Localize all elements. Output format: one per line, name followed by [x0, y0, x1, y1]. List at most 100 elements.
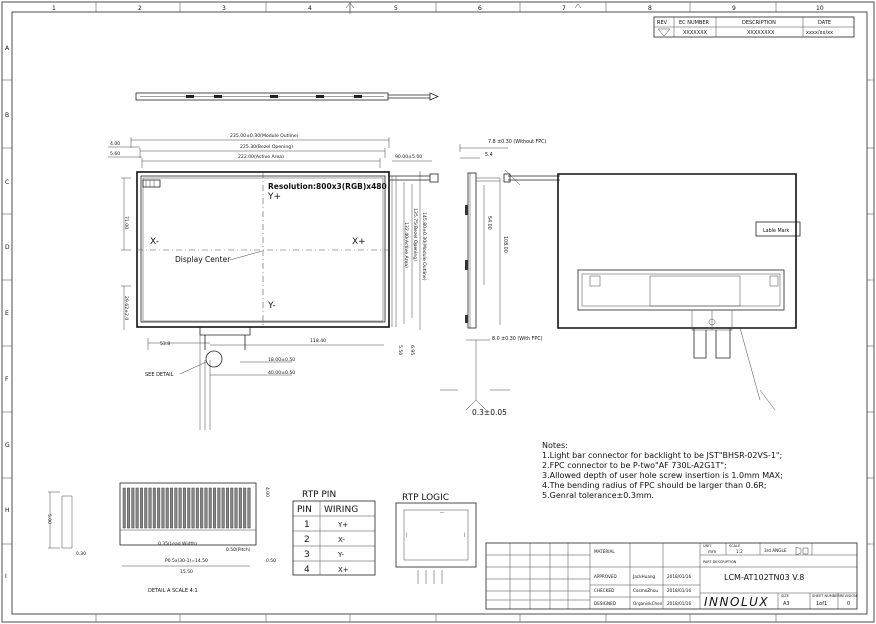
side-dim-108: 108.00	[502, 236, 508, 253]
side-dim-54: 5.4	[485, 152, 493, 158]
fpc-lead	[200, 487, 204, 529]
fpc-lead	[131, 487, 135, 529]
x-plus-label: X+	[352, 237, 366, 247]
fpc-lead	[217, 487, 221, 529]
dim-active-height: 132.40(Active Area)	[403, 222, 409, 268]
revision-label: REVISION	[840, 594, 857, 598]
col-label: 5	[394, 5, 398, 12]
ec-value: XXXXXXX	[683, 30, 708, 36]
center-arrow-top	[345, 2, 355, 14]
col-label: 9	[732, 5, 736, 12]
checked-label: CHECKED	[594, 588, 614, 593]
pin-header: PIN	[297, 505, 312, 515]
fpc-lead	[122, 487, 126, 529]
detail-dim-1550: 15.50	[180, 569, 193, 575]
approved-label: APPROVED	[594, 574, 617, 579]
inner-frame	[11, 11, 868, 615]
detail-dim-030: 0.30	[76, 551, 86, 557]
scale-label: SCALE	[729, 544, 740, 548]
dim-left-56: 5.60	[110, 151, 120, 157]
wiring-1: Y+	[337, 521, 348, 529]
col-label: 2	[138, 5, 142, 12]
dim-18: 18.00±0.50	[268, 357, 295, 363]
row-label: E	[5, 310, 9, 317]
dim-71: 71.00	[123, 216, 129, 229]
note-line: 1.Light bar connector for backlight to b…	[542, 451, 782, 460]
approved-date: 2018/01/16	[667, 574, 691, 579]
logic-mark: —	[440, 510, 444, 515]
fpc-lead	[247, 487, 251, 529]
display-center-label: Display Center	[175, 255, 231, 264]
pin-3: 3	[304, 550, 310, 560]
resolution-label: Resolution:800x3(RGB)x480	[268, 182, 387, 191]
side-dim-80: 8.0 ±0.30 (With FPC)	[492, 336, 543, 342]
date-header: DATE	[818, 20, 831, 26]
company-logo: INNOLUX	[704, 595, 769, 609]
unit-label: UNIT	[703, 544, 712, 548]
notes-title: Notes:	[542, 441, 568, 450]
detail-dim-p05: P0.5x(30-1)=14.50	[165, 558, 208, 564]
dim-695: 6.95	[409, 345, 415, 355]
fpc-marker	[142, 179, 161, 188]
detail-dim-400: 4.00	[264, 487, 270, 497]
note-line: 3.Allowed depth of user hole screw inser…	[542, 471, 783, 480]
unit-value: mm	[708, 549, 716, 554]
fpc-lead	[148, 487, 152, 529]
size-label: SIZE	[781, 594, 789, 598]
fpc-lead	[187, 487, 191, 529]
revision-value: 0	[847, 601, 850, 607]
date-value: xxxx/xx/xx	[806, 30, 833, 36]
dim-bezel-height: 135.75(Bezel Opening)	[412, 208, 418, 261]
fpc-lead	[170, 487, 174, 529]
part-number: LCM-AT102TN03 V.8	[724, 573, 804, 582]
rtp-logic-title: RTP LOGIC	[402, 493, 449, 503]
desc-value: XXXXXXXX	[747, 30, 775, 36]
side-tolerance: 0.3±0.05	[472, 408, 507, 417]
see-detail-label: SEE DETAIL	[145, 372, 174, 378]
back-view: Lable Mark	[503, 173, 801, 411]
fpc-lead	[182, 487, 186, 529]
fpc-lead	[238, 487, 242, 529]
rtp-pin-title: RTP PIN	[302, 490, 336, 500]
fpc-lead	[243, 487, 247, 529]
row-label: F	[5, 376, 9, 383]
pin-4: 4	[304, 565, 310, 575]
fpc-lead	[135, 487, 139, 529]
fpc-lead	[161, 487, 165, 529]
dim-118: 118.40	[310, 338, 326, 344]
sheet-value: 1of1	[816, 601, 827, 607]
size-value: A3	[783, 601, 790, 607]
center-arrow-top-2	[574, 3, 582, 9]
logic-mark: |	[406, 532, 407, 537]
rtp-logic: RTP LOGIC — | |	[395, 493, 477, 584]
fpc-lead	[144, 487, 148, 529]
fpc-lead	[152, 487, 156, 529]
dim-fpc-width: 90.00±5.00	[395, 154, 422, 160]
fpc-lead	[165, 487, 169, 529]
dim-bezel-opening: 225.30(Bezel Opening)	[240, 144, 293, 150]
projection-icon	[795, 546, 809, 556]
detail-caption: DETAIL A SCALE 4:1	[148, 588, 198, 594]
pin-2: 2	[304, 535, 310, 545]
fpc-lead	[204, 487, 208, 529]
fpc-lead	[139, 487, 143, 529]
note-line: 4.The bending radius of FPC should be la…	[542, 481, 767, 490]
desc-header: DESCRIPTION	[742, 20, 776, 26]
bezel-opening	[140, 175, 386, 323]
detail-a: 5.00 0.30 0.35(Lead Width) 0.50(Pitch) P…	[46, 482, 276, 594]
title-block: MATERIAL APPROVED JackHuang 2018/01/16 C…	[485, 542, 858, 610]
logic-mark: |	[464, 532, 465, 537]
checked-by: CosmoZhou	[633, 588, 658, 593]
wiring-header: WIRING	[324, 505, 358, 515]
col-label: 7	[562, 5, 566, 12]
fpc-lead	[230, 487, 234, 529]
detail-dim-050: 0.50	[266, 558, 276, 564]
row-label: A	[5, 45, 10, 52]
col-label: 6	[478, 5, 482, 12]
scale-value: 1:2	[736, 549, 743, 554]
fpc-lead	[191, 487, 195, 529]
fpc-lead	[178, 487, 182, 529]
